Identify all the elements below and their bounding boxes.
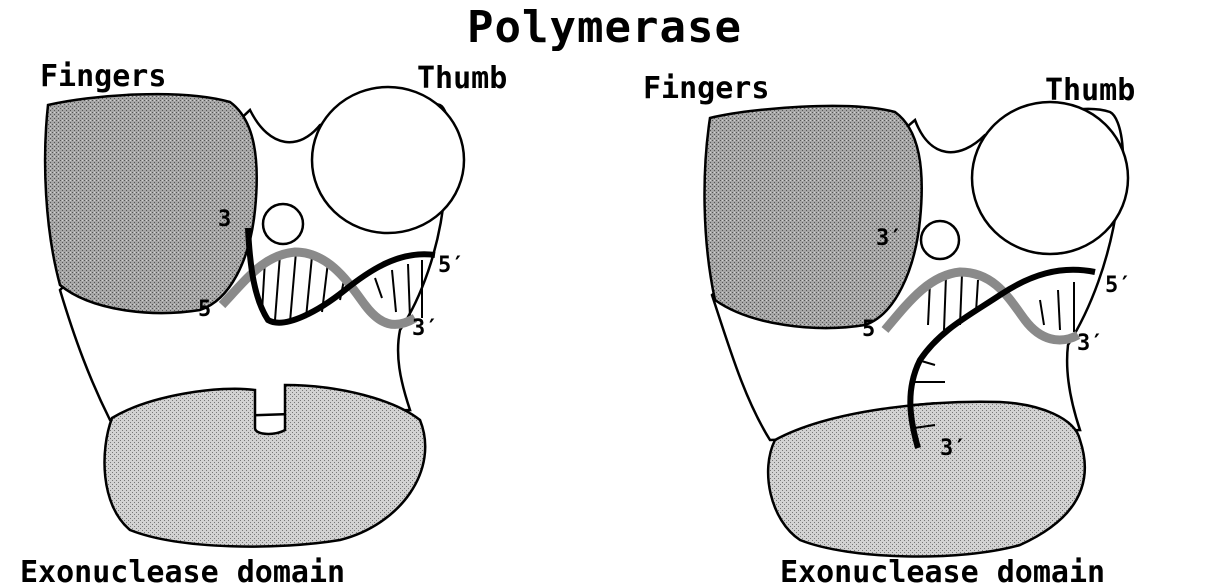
right-fingers-label: Fingers (643, 71, 769, 106)
right-exonuclease-label: Exonuclease domain (780, 555, 1105, 586)
left-fingers-label: Fingers (40, 59, 166, 94)
left-label-3prime: 3′ (412, 316, 439, 341)
right-label-5prime: 5′ (1105, 273, 1132, 298)
left-thumb-label: Thumb (417, 61, 507, 96)
right-active-site (921, 221, 959, 259)
left-label-5: 5 (198, 297, 211, 322)
left-thumb-domain (312, 87, 464, 233)
left-label-5prime: 5′ (438, 253, 465, 278)
right-fingers-domain (705, 106, 922, 328)
right-thumb-label: Thumb (1045, 73, 1135, 108)
left-fingers-domain (45, 94, 257, 313)
right-label-3prime-top: 3′ (876, 226, 903, 251)
left-label-3: 3 (218, 207, 231, 232)
right-polymerase: Fingers Thumb 3′ 5 5′ 3′ 3′ Exonuclease … (643, 71, 1135, 586)
left-exonuclease-label: Exonuclease domain (20, 555, 345, 586)
right-exonuclease-domain (768, 402, 1085, 557)
right-thumb-domain (972, 102, 1128, 254)
right-label-5: 5 (862, 317, 875, 342)
right-label-3prime: 3′ (1077, 331, 1104, 356)
left-polymerase: Fingers Thumb 3 5 5′ 3′ Exonuclease doma… (20, 59, 507, 586)
right-label-3prime-exo: 3′ (940, 436, 967, 461)
left-active-site (263, 204, 303, 244)
